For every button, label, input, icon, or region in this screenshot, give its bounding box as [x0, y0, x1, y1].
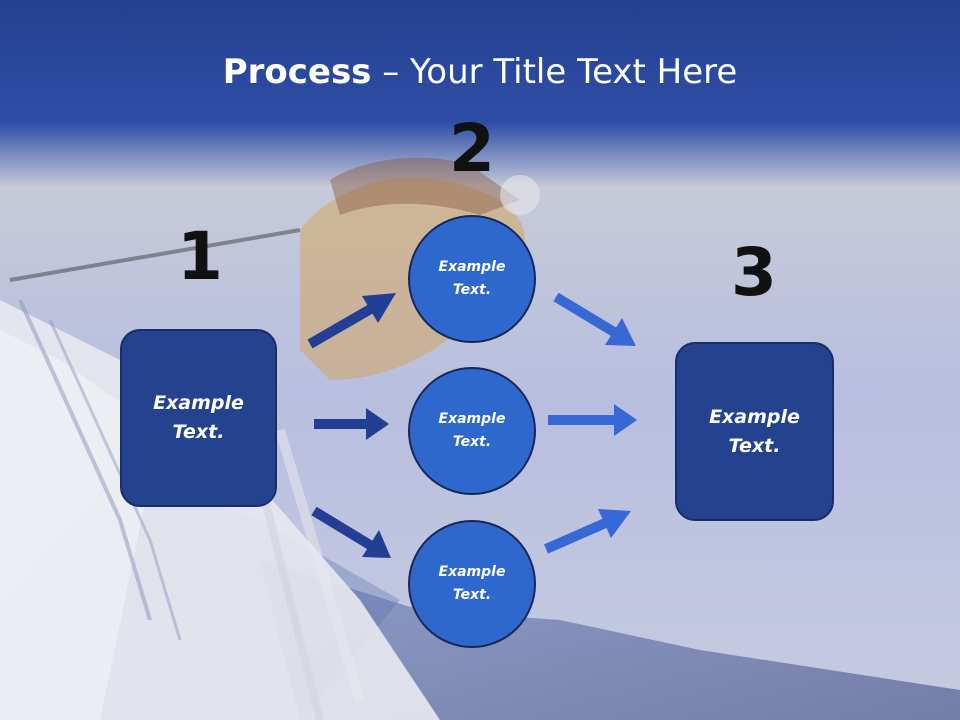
step-number-1: 1	[177, 218, 223, 295]
arrow-circle3-to-box3	[543, 509, 631, 554]
slide-title-bold: Process	[222, 52, 372, 92]
slide-title: Process – Your Title Text Here	[0, 52, 960, 92]
circle-1: Example Text.	[408, 215, 536, 343]
step-3-text: Example Text.	[709, 405, 800, 457]
arrow-box1-to-circle3	[311, 506, 391, 558]
circle-3-text: Example Text.	[438, 564, 506, 603]
arrow-circle2-to-box3	[548, 404, 637, 436]
step-3-box: Example Text.	[675, 342, 834, 521]
step-1-text: Example Text.	[153, 392, 244, 443]
circle-2-text: Example Text.	[438, 411, 506, 450]
step-1-box: Example Text.	[120, 329, 277, 507]
step-number-3: 3	[731, 234, 777, 311]
slide-title-rest: – Your Title Text Here	[371, 52, 738, 92]
step-number-2: 2	[449, 110, 495, 187]
circle-3: Example Text.	[408, 520, 536, 648]
circle-1-text: Example Text.	[438, 259, 506, 298]
arrow-circle1-to-box3	[553, 292, 636, 346]
circle-2: Example Text.	[408, 367, 536, 495]
arrow-box1-to-circle2	[314, 408, 389, 440]
arrow-box1-to-circle1	[307, 293, 396, 349]
